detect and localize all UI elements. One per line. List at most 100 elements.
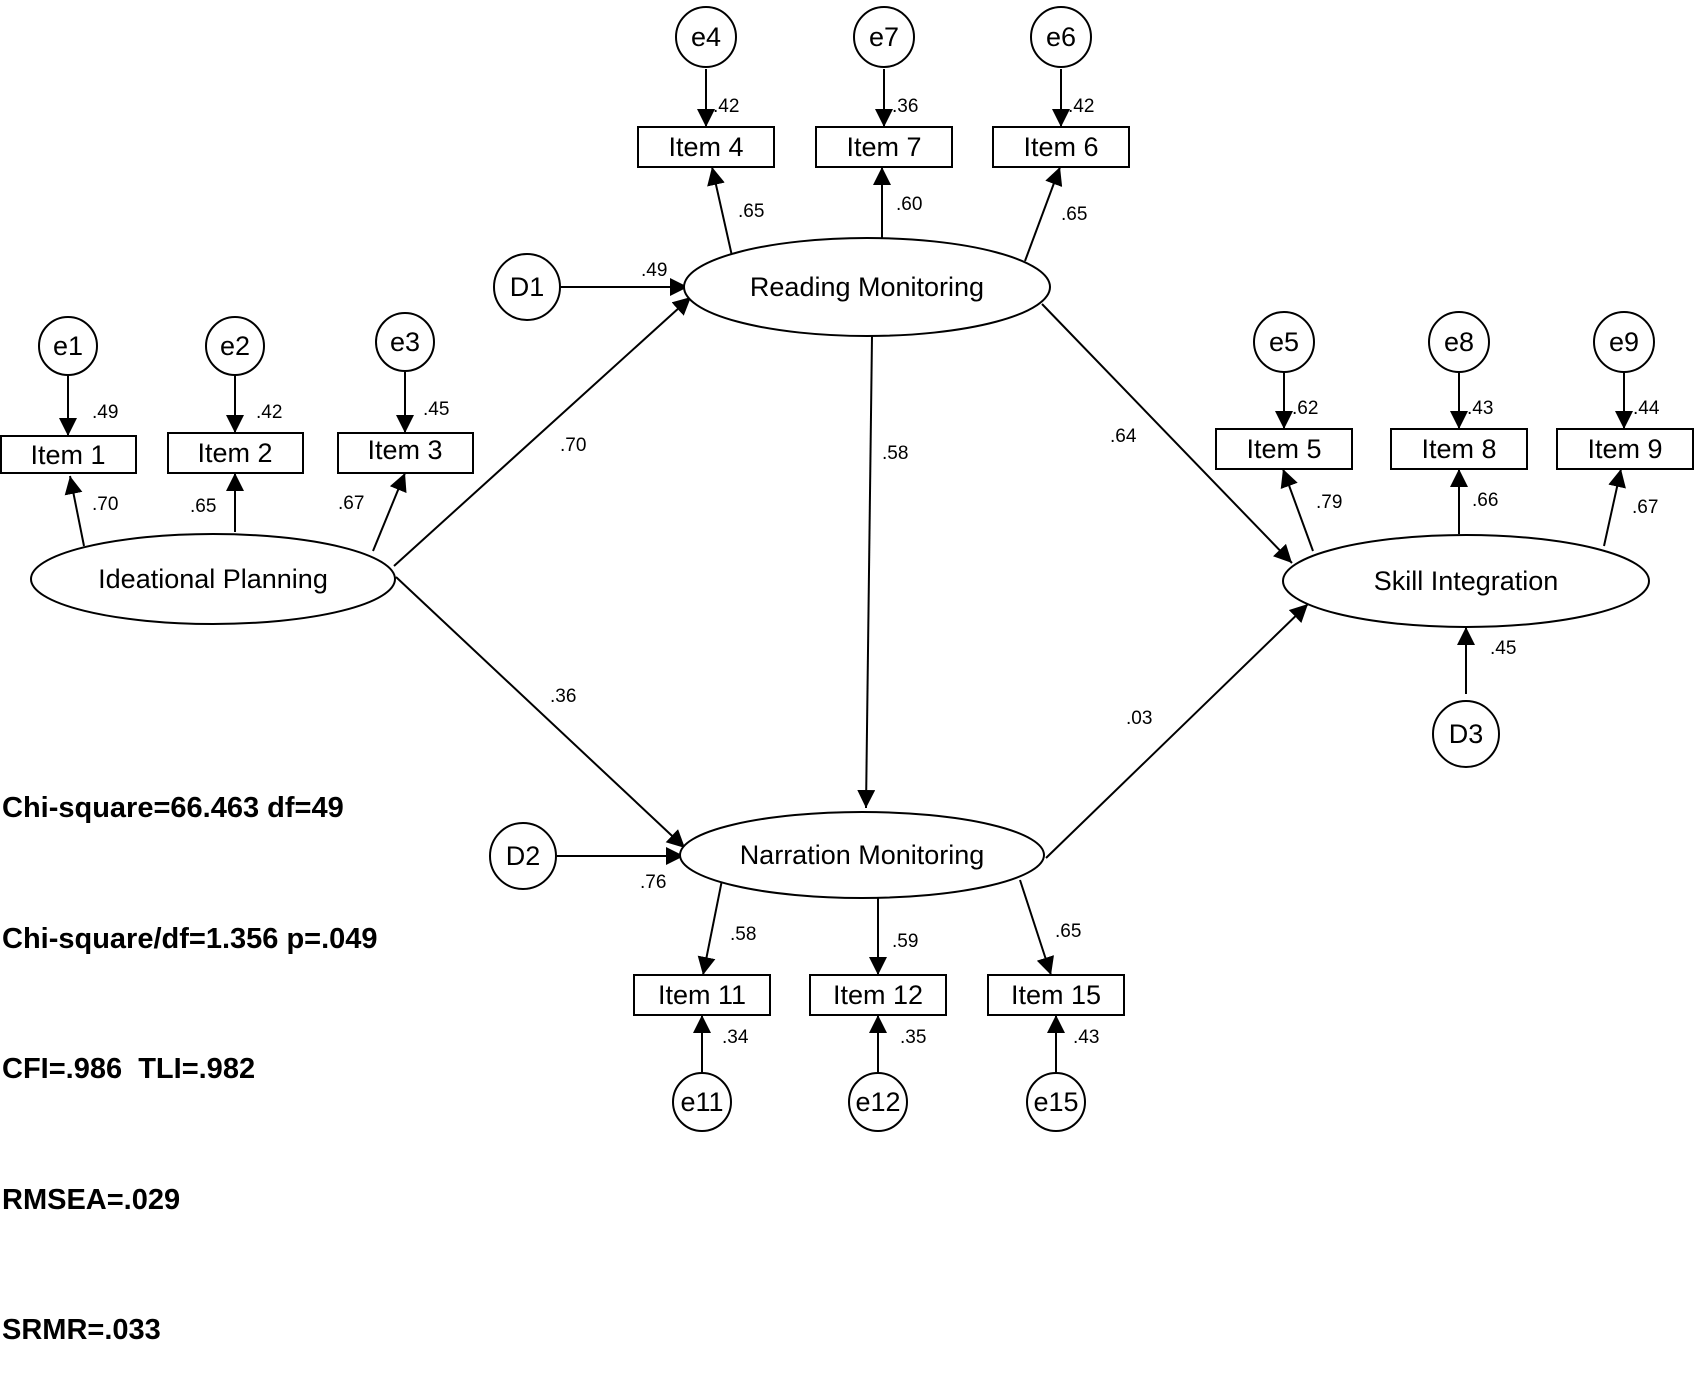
indicator-label: Item 1: [30, 440, 105, 470]
error-e4: e4: [675, 6, 737, 68]
coef-d3-si: .45: [1490, 638, 1516, 659]
arrow-nm-item15: [1019, 879, 1054, 976]
coef-e9-item9: .44: [1633, 398, 1660, 419]
error-e3: e3: [375, 312, 435, 372]
latent-ideational-planning: Ideational Planning: [30, 533, 396, 625]
fit-stat-line: RMSEA=.029: [2, 1183, 181, 1216]
indicator-item4: Item 4: [637, 126, 775, 168]
fit-stat-line: Chi-square/df=1.356 p=.049: [2, 922, 378, 955]
coef-e5-item5: .62: [1292, 398, 1318, 419]
coefficients: .70 .65 .67 .49 .42 .45 .65 .60 .65 .42 …: [92, 96, 1660, 1048]
coef-ip-item3: .67: [338, 493, 364, 514]
error-label: e9: [1609, 327, 1639, 357]
indicator-item8: Item 8: [1390, 428, 1528, 470]
coef-si-item8: .66: [1472, 490, 1498, 511]
latent-label: Ideational Planning: [98, 564, 328, 594]
coef-e2-item2: .42: [256, 402, 282, 423]
indicator-item2: Item 2: [167, 432, 304, 474]
error-e9: e9: [1593, 311, 1655, 373]
fit-statistics: Chi-square=66.463 df=49 Chi-square/df=1.…: [2, 700, 378, 1396]
arrow-rm-item6: [1024, 166, 1063, 262]
error-label: e1: [53, 331, 83, 361]
disturbance-label: D3: [1449, 719, 1484, 749]
indicator-item15: Item 15: [987, 974, 1125, 1016]
error-label: e4: [691, 22, 721, 52]
error-e5: e5: [1253, 311, 1315, 373]
disturbance-label: D2: [506, 841, 541, 871]
disturbance-d2: D2: [489, 822, 557, 890]
coef-ip-item1: .70: [92, 494, 118, 515]
error-label: e3: [390, 327, 420, 357]
error-e2: e2: [205, 316, 265, 376]
indicator-label: Item 4: [668, 132, 743, 162]
error-e11: e11: [672, 1072, 732, 1132]
error-label: e15: [1033, 1087, 1078, 1117]
error-label: e5: [1269, 327, 1299, 357]
coef-rm-item7: .60: [896, 194, 922, 215]
indicator-item9: Item 9: [1556, 428, 1694, 470]
indicator-item6: Item 6: [992, 126, 1130, 168]
error-label: e2: [220, 331, 250, 361]
indicator-label: Item 15: [1011, 980, 1101, 1010]
error-label: e11: [680, 1087, 723, 1117]
coef-rm-item4: .65: [738, 201, 764, 222]
disturbance-label: D1: [510, 272, 545, 302]
indicator-label: Item 12: [833, 980, 923, 1010]
indicator-item5: Item 5: [1215, 428, 1353, 470]
error-label: e8: [1444, 327, 1474, 357]
arrow-si-item5: [1280, 468, 1314, 552]
error-e7: e7: [853, 6, 915, 68]
coef-e12-item12: .35: [900, 1027, 926, 1048]
coef-rm-nm: .58: [882, 443, 908, 464]
indicator-label: Item 5: [1246, 434, 1321, 464]
coef-si-item9: .67: [1632, 497, 1658, 518]
indicator-label: Item 11: [658, 980, 746, 1010]
indicator-label: Item 8: [1421, 434, 1496, 464]
error-label: e7: [869, 22, 899, 52]
arrow-si-item9: [1603, 468, 1626, 547]
arrow-nm-item11: [697, 879, 723, 976]
coef-ip-nm: .36: [550, 686, 576, 707]
coef-d2-nm: .76: [640, 872, 666, 893]
indicator-item3: Item 3: [337, 432, 474, 474]
coef-d1-rm: .49: [641, 260, 667, 281]
coef-e7-item7: .36: [892, 96, 918, 117]
indicator-item11: Item 11: [633, 974, 771, 1016]
coef-rm-item6: .65: [1061, 204, 1087, 225]
latent-narration-monitoring: Narration Monitoring: [679, 811, 1045, 899]
coef-e4-item4: .42: [713, 96, 739, 117]
coef-nm-si: .03: [1126, 708, 1152, 729]
indicator-label: Item 6: [1023, 132, 1098, 162]
fit-stat-line: Chi-square=66.463 df=49: [2, 792, 344, 824]
indicator-item12: Item 12: [809, 974, 947, 1016]
arrow-ip-rm: [393, 296, 692, 567]
coef-ip-rm: .70: [560, 435, 586, 456]
latent-label: Reading Monitoring: [750, 272, 984, 302]
arrow-ip-item3: [372, 472, 407, 552]
error-e6: e6: [1030, 6, 1092, 68]
disturbance-d3: D3: [1432, 700, 1500, 768]
error-e8: e8: [1428, 311, 1490, 373]
coef-e15-item15: .43: [1073, 1027, 1099, 1048]
arrow-nm-si: [1045, 603, 1309, 859]
coef-nm-item11: .58: [730, 924, 756, 945]
indicator-item7: Item 7: [815, 126, 953, 168]
latent-reading-monitoring: Reading Monitoring: [683, 237, 1051, 337]
error-e12: e12: [848, 1072, 908, 1132]
coef-e11-item11: .34: [722, 1027, 749, 1048]
coef-e6-item6: .42: [1068, 96, 1094, 117]
error-e1: e1: [38, 316, 98, 376]
indicator-label: Item 9: [1587, 434, 1662, 464]
coef-rm-si: .64: [1110, 426, 1137, 447]
error-label: e6: [1046, 22, 1076, 52]
latent-skill-integration: Skill Integration: [1282, 534, 1650, 628]
arrow-rm-si: [1041, 303, 1293, 564]
error-label: e12: [855, 1087, 900, 1117]
coef-e3-item3: .45: [423, 399, 449, 420]
coef-e1-item1: .49: [92, 402, 118, 423]
sem-path-diagram: Ideational Planning Reading Monitoring N…: [0, 6, 1694, 1132]
error-e15: e15: [1026, 1072, 1086, 1132]
coef-si-item5: .79: [1316, 492, 1342, 513]
indicator-label: Item 2: [197, 438, 272, 468]
indicator-label: Item 3: [367, 435, 442, 465]
